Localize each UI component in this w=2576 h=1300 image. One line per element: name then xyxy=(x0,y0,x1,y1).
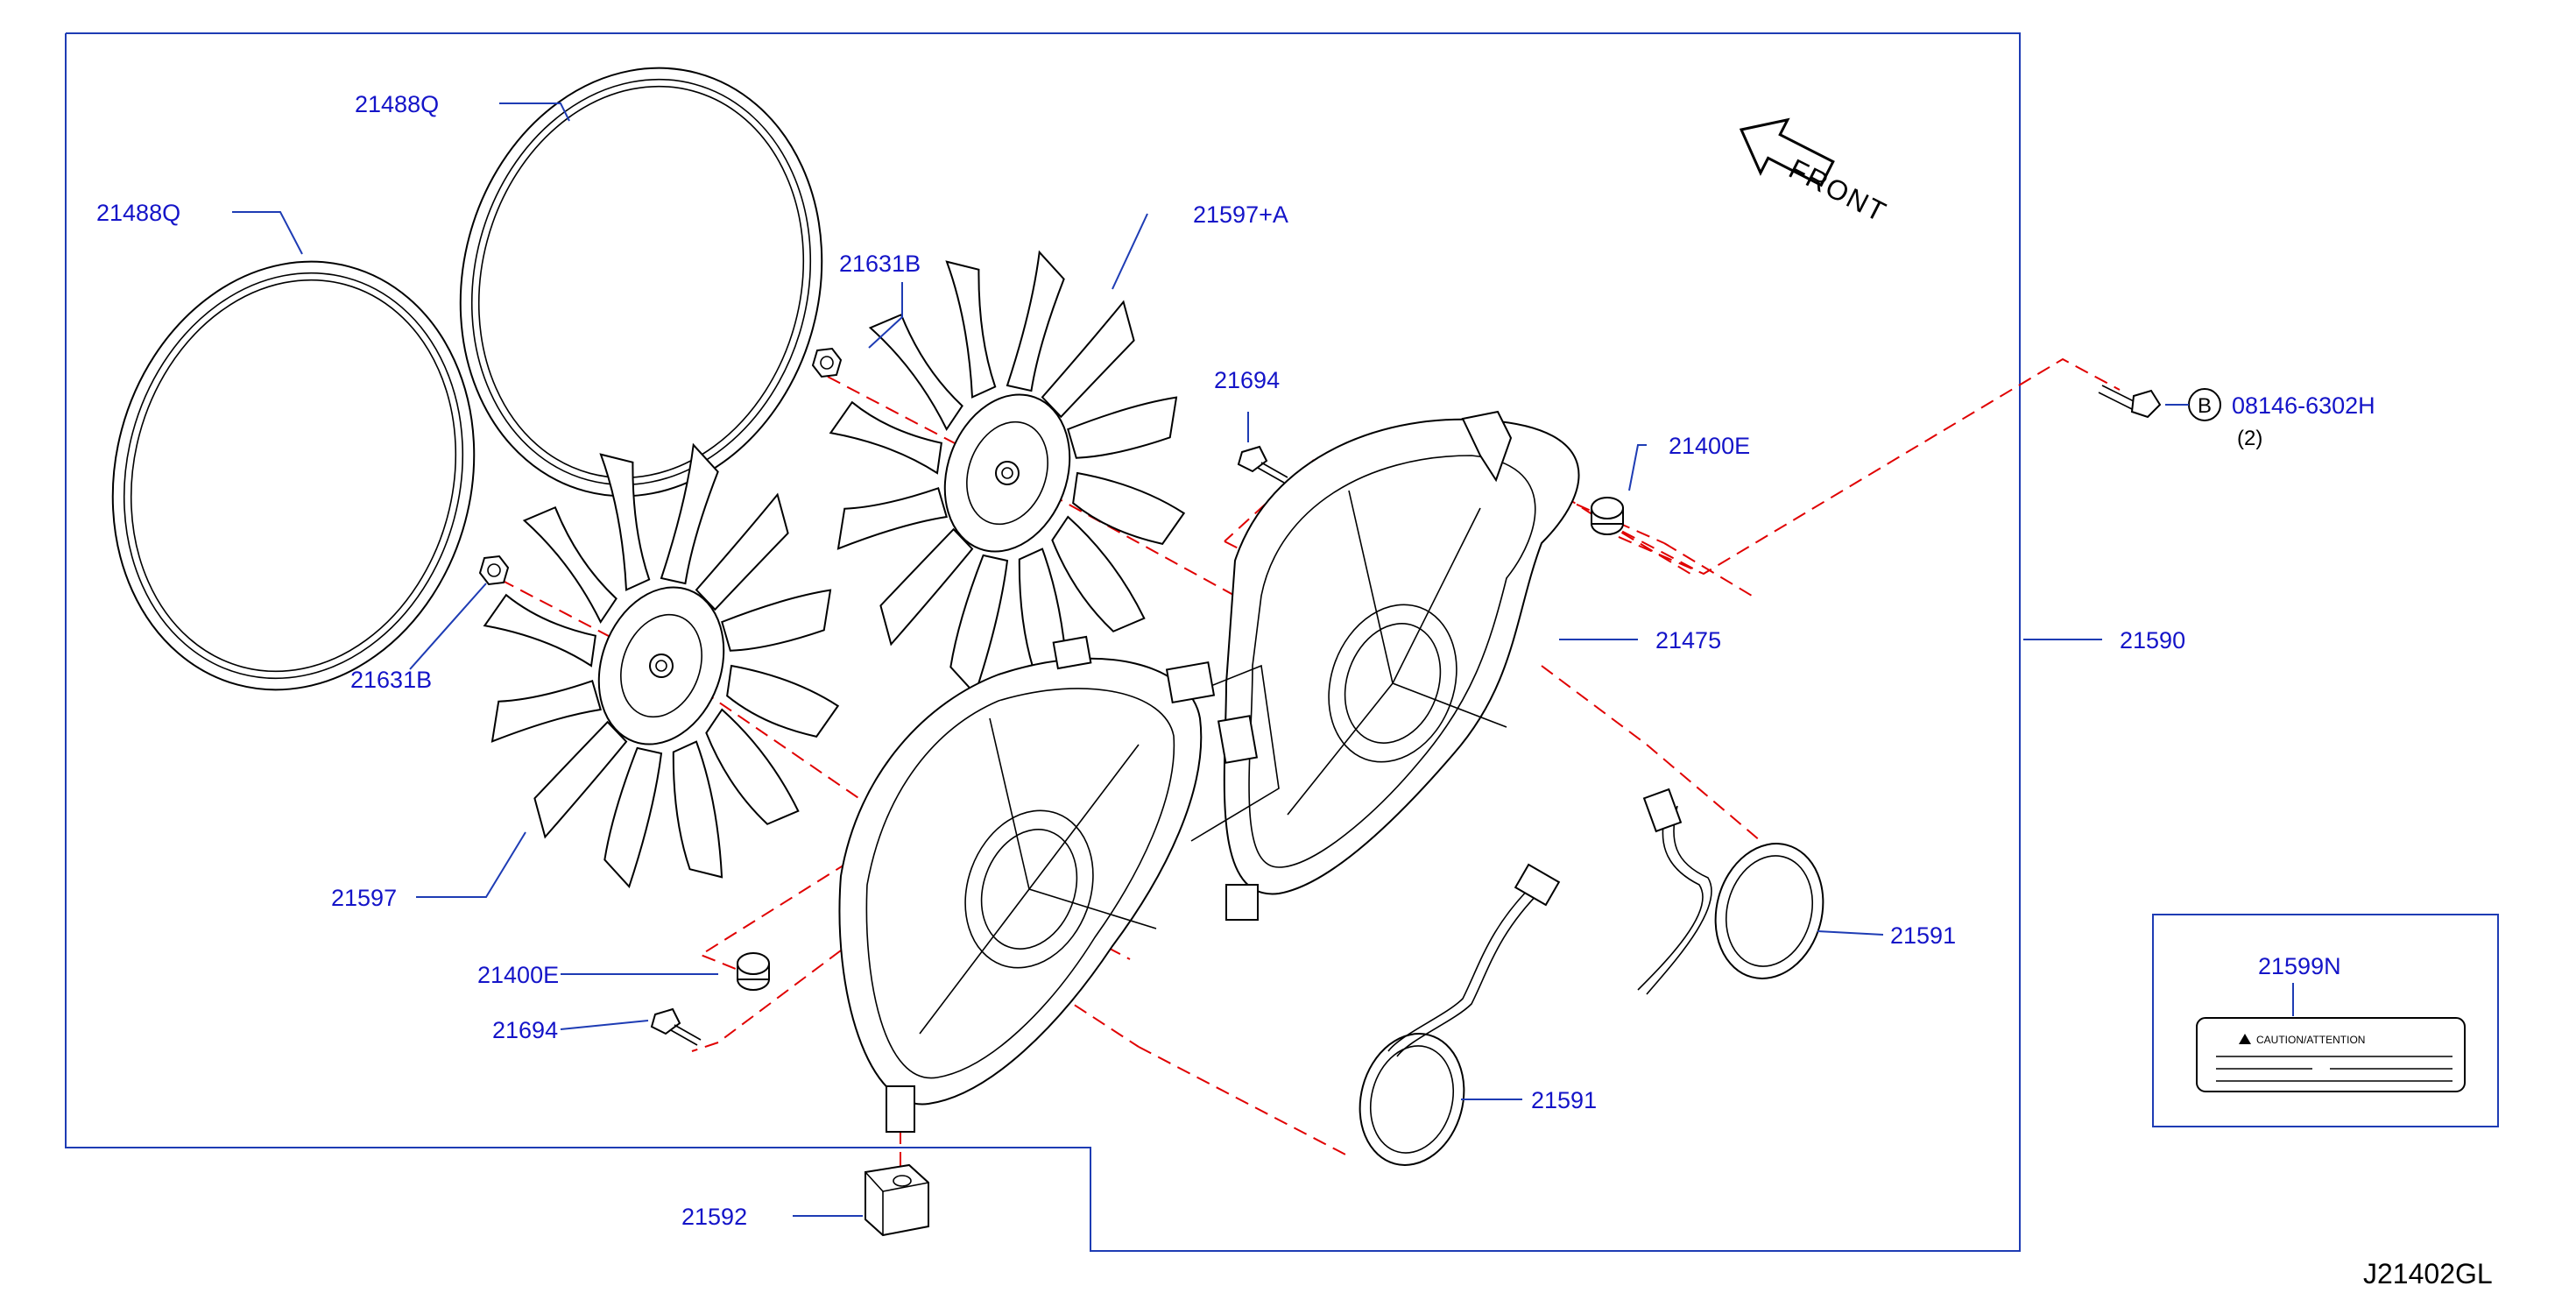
fan-blade xyxy=(522,505,618,624)
shroud-ring-lower[interactable] xyxy=(66,221,521,731)
warning-triangle-icon xyxy=(2239,1034,2251,1044)
fan-nut-upper[interactable] xyxy=(811,347,843,378)
label-21597A[interactable]: 21597+A xyxy=(1193,201,1288,228)
front-label: FRONT xyxy=(1784,152,1892,229)
label-21694-lower[interactable]: 21694 xyxy=(492,1017,558,1043)
fan-nut-lower[interactable] xyxy=(478,555,510,586)
label-21597[interactable]: 21597 xyxy=(331,885,397,911)
fan-blade xyxy=(705,708,800,825)
fan-blade xyxy=(829,400,942,475)
diagram-code: J21402GL xyxy=(2363,1258,2493,1289)
leader-lines xyxy=(232,102,2294,1217)
label-21488Q-upper[interactable]: 21488Q xyxy=(355,91,439,117)
mounting-bracket[interactable] xyxy=(865,1163,929,1237)
label-21400E-upper[interactable]: 21400E xyxy=(1669,433,1750,459)
fan-motor-left[interactable] xyxy=(1345,863,1561,1176)
fan-blade xyxy=(949,554,1009,696)
label-21400E-lower[interactable]: 21400E xyxy=(477,962,559,988)
fan-blade xyxy=(836,486,948,550)
fan-blade xyxy=(879,527,974,646)
fan-blade xyxy=(1006,250,1065,392)
label-21599N[interactable]: 21599N xyxy=(2258,953,2341,979)
grommet-upper[interactable] xyxy=(1591,497,1624,535)
front-arrow-icon xyxy=(1739,117,1835,187)
fan-shroud[interactable] xyxy=(838,410,1580,1133)
caution-label[interactable]: CAUTION/ATTENTION xyxy=(2196,1017,2466,1092)
fan-blade xyxy=(726,664,840,738)
fan-blade xyxy=(483,593,596,668)
fan-blade xyxy=(695,492,789,611)
fan-blade xyxy=(1051,515,1146,632)
screw-lower[interactable] xyxy=(650,1007,702,1046)
fan-motor-right[interactable] xyxy=(1637,788,1838,995)
fan-blade xyxy=(490,679,602,743)
bolt[interactable] xyxy=(2098,385,2162,419)
fan-blade xyxy=(868,313,963,431)
fan-blade xyxy=(533,720,628,839)
bolt-quantity: (2) xyxy=(2237,427,2262,450)
label-21631B-upper[interactable]: 21631B xyxy=(839,251,921,277)
fan-lower[interactable] xyxy=(483,442,840,889)
label-08146-6302H[interactable]: 08146-6302H xyxy=(2232,392,2375,419)
label-21591-left[interactable]: 21591 xyxy=(1531,1087,1597,1113)
fan-blade xyxy=(721,589,832,652)
fan-blade xyxy=(672,740,723,879)
grommet-lower[interactable] xyxy=(737,952,770,991)
label-21592[interactable]: 21592 xyxy=(681,1204,747,1230)
fan-blade xyxy=(660,442,719,585)
fan-blade xyxy=(599,453,651,591)
fan-blade xyxy=(1067,396,1178,459)
assembly-boundary xyxy=(65,32,2021,1252)
fan-blade xyxy=(1072,471,1186,545)
label-21475[interactable]: 21475 xyxy=(1655,627,1721,654)
fan-upper[interactable] xyxy=(829,250,1186,696)
shroud-ring-upper[interactable] xyxy=(413,27,869,537)
fan-blade xyxy=(945,260,997,399)
fan-blade xyxy=(603,746,663,889)
fan-blade xyxy=(1041,300,1135,419)
label-21694-upper[interactable]: 21694 xyxy=(1214,367,1280,393)
screw-upper[interactable] xyxy=(1237,445,1288,484)
label-callout-frame xyxy=(2152,914,2499,1127)
label-21590[interactable]: 21590 xyxy=(2120,627,2185,654)
caution-label-text: CAUTION/ATTENTION xyxy=(2256,1034,2365,1046)
label-21488Q-lower[interactable]: 21488Q xyxy=(96,200,180,226)
label-21631B-lower[interactable]: 21631B xyxy=(350,667,432,693)
label-21591-right[interactable]: 21591 xyxy=(1890,922,1956,949)
bolt-marker: B xyxy=(2198,394,2212,418)
